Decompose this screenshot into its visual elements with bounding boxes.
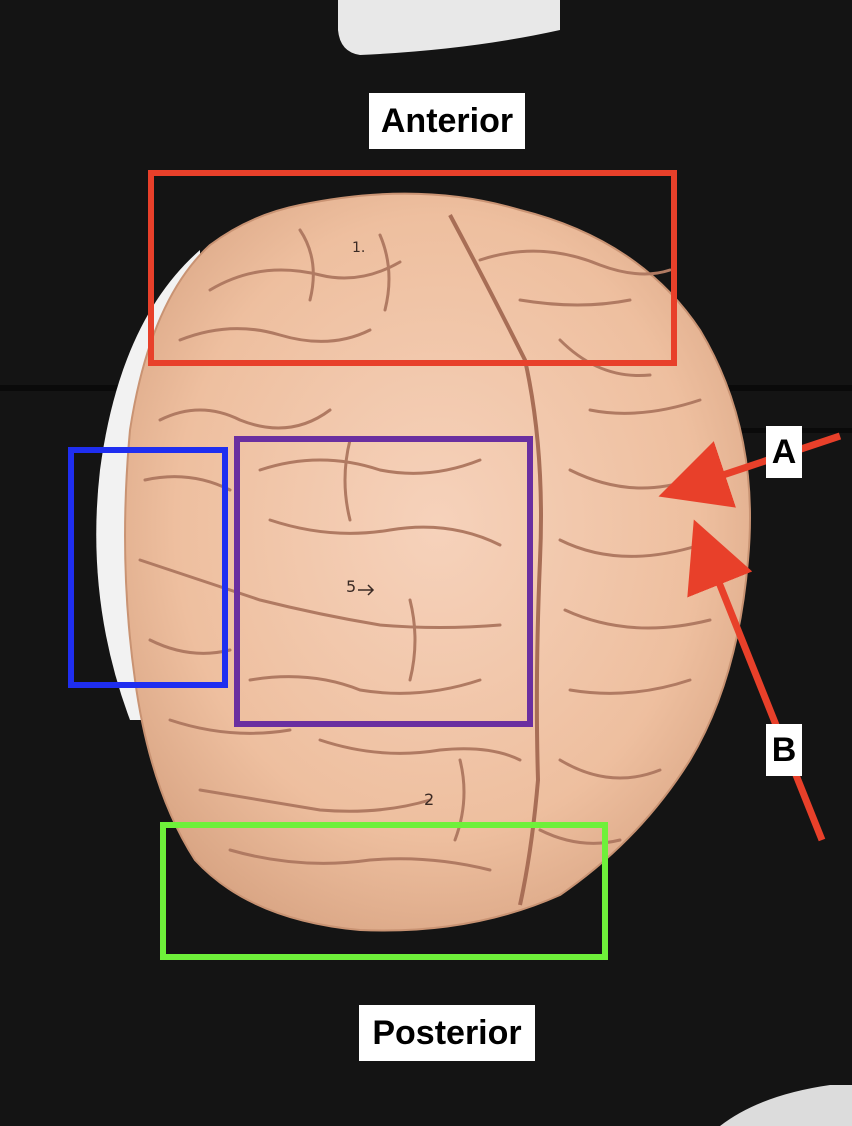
white-plastic-bottom xyxy=(720,1085,852,1126)
label-posterior: Posterior xyxy=(359,1005,535,1061)
label-a: A xyxy=(766,426,802,478)
red-box-frontal xyxy=(148,170,677,366)
arrow-b xyxy=(687,519,826,842)
sulci xyxy=(138,228,712,872)
label-anterior: Anterior xyxy=(369,93,525,149)
label-b: B xyxy=(766,724,802,776)
green-box-occipital xyxy=(160,822,608,960)
brain-model xyxy=(124,192,751,932)
model-marks: 1. 5 2 xyxy=(346,240,434,809)
mark-5-arrow xyxy=(358,584,375,596)
mark-5: 5 xyxy=(346,577,356,596)
longitudinal-fissure xyxy=(448,214,543,906)
mark-1: 1. xyxy=(352,240,365,256)
white-plastic-top xyxy=(338,0,560,55)
purple-box-central xyxy=(234,436,533,727)
mark-2: 2 xyxy=(424,790,434,809)
blue-box-lateral xyxy=(68,447,228,688)
